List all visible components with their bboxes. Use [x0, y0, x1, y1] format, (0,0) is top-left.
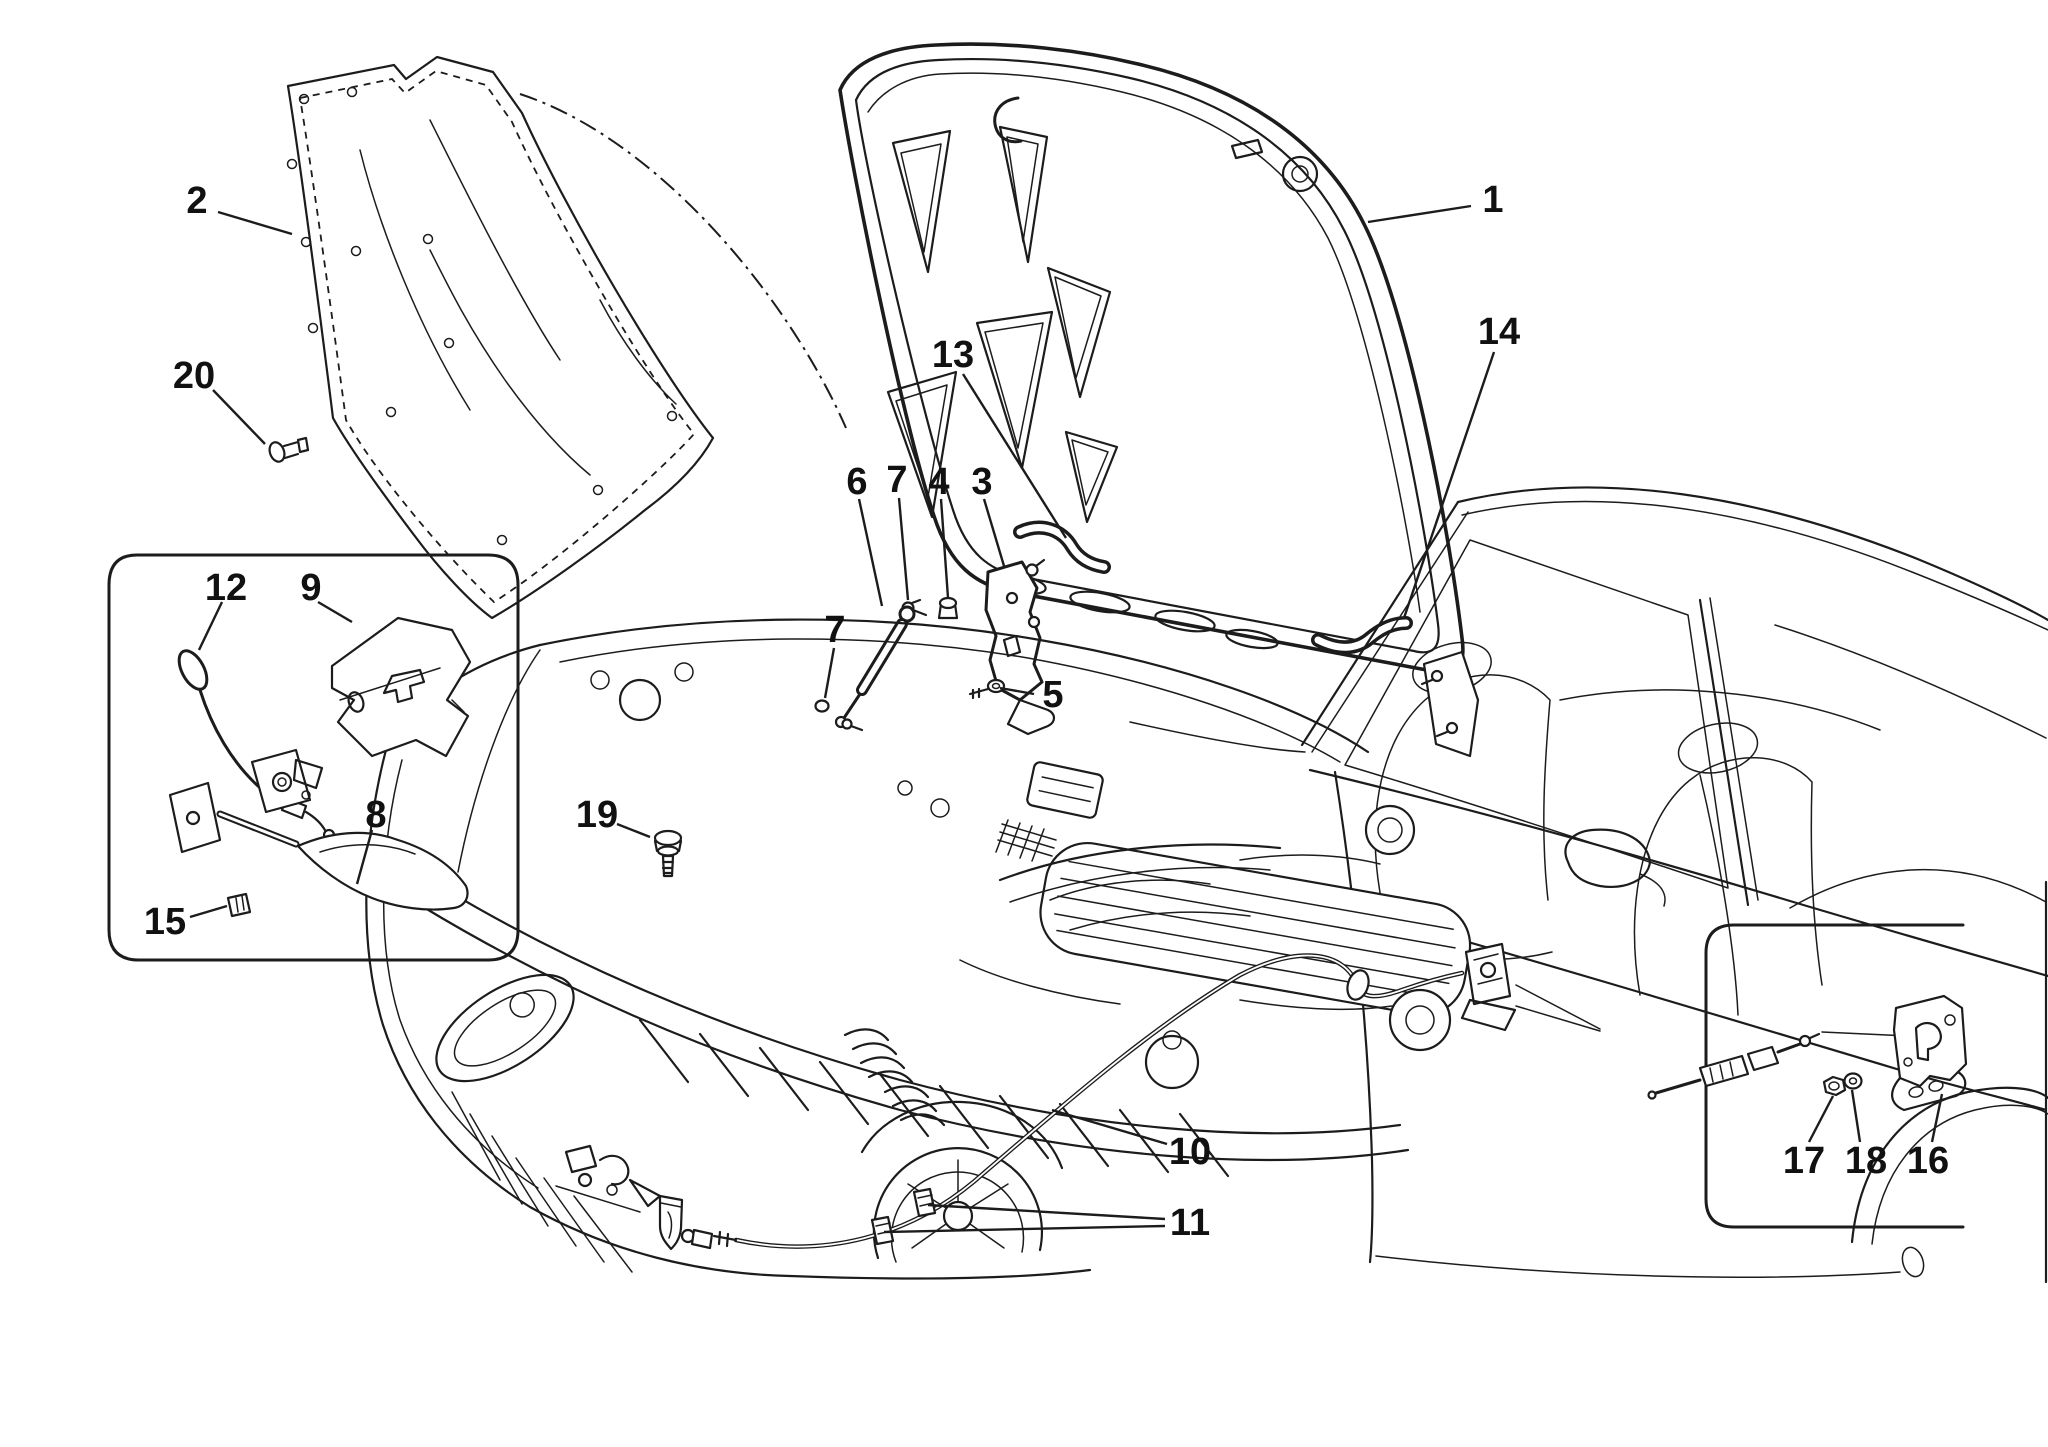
insulation-pin-fastener — [268, 436, 310, 463]
leader-line-4 — [939, 498, 950, 599]
cowl-vent-mesh — [995, 819, 1057, 862]
callout-16: 16 — [1907, 1140, 1949, 1182]
leader-line-1 — [1367, 204, 1472, 224]
cable-grommet — [1346, 969, 1370, 1001]
callout-15: 15 — [144, 901, 186, 943]
alignment-axis-line — [519, 93, 847, 429]
hood-hole-detail — [1281, 155, 1319, 193]
brake-booster — [1364, 804, 1416, 856]
hood-insulation-panel — [286, 55, 715, 620]
headlight — [435, 973, 575, 1083]
release-lever — [168, 748, 469, 911]
front-wheel — [860, 1100, 1064, 1263]
hood-rib-pockets — [886, 125, 1119, 524]
callout-9: 9 — [300, 567, 321, 609]
hood-slot-detail — [1230, 138, 1264, 160]
callout-7a: 7 — [886, 459, 907, 501]
callout-8: 8 — [365, 794, 386, 836]
grille-vents — [451, 1091, 633, 1273]
insulation-fastener-holes — [286, 86, 678, 546]
leader-line-16 — [1930, 1093, 1944, 1143]
left-inset-box — [107, 553, 520, 962]
callout-14: 14 — [1478, 311, 1520, 353]
leader-line-19 — [616, 822, 651, 839]
cable-clamp — [870, 1215, 895, 1246]
leader-line-11 — [927, 1203, 1166, 1221]
hood-lock-assembly — [555, 1144, 662, 1213]
callout-4: 4 — [928, 461, 949, 503]
hinge-bolt-upper — [1025, 563, 1039, 577]
callout-20: 20 — [173, 355, 215, 397]
leader-line-7a — [897, 497, 910, 601]
callout-2: 2 — [186, 180, 207, 222]
cable-clamp — [912, 1187, 937, 1218]
leader-line-8 — [355, 829, 374, 885]
callout-17: 17 — [1783, 1140, 1825, 1182]
leader-line-15 — [189, 904, 228, 919]
callout-10: 10 — [1169, 1131, 1211, 1173]
hinge-hardware-group — [901, 558, 1056, 736]
leader-line-20 — [212, 389, 266, 445]
lever-guard-cover — [330, 616, 472, 758]
leader-line-3 — [982, 498, 1006, 567]
leader-line-13 — [961, 373, 1068, 539]
leader-line-18 — [1850, 1089, 1862, 1143]
rubber-buffer — [653, 829, 683, 878]
strut-screw — [841, 718, 864, 732]
callout-11: 11 — [1170, 1202, 1210, 1244]
hinge-bracket — [984, 560, 1044, 702]
leader-line-17 — [1807, 1095, 1835, 1143]
strut-grommet — [814, 699, 830, 713]
hood-c-channel-detail — [993, 96, 1023, 144]
right-inset-box — [1647, 923, 1968, 1229]
body-hinge-mount — [1420, 650, 1480, 758]
callout-6: 6 — [846, 461, 867, 503]
intake-hoses — [843, 1028, 946, 1127]
callout-18: 18 — [1845, 1140, 1887, 1182]
callout-12: 12 — [205, 567, 247, 609]
side-mirror — [1564, 828, 1666, 907]
leader-line-14 — [1402, 351, 1496, 619]
leader-line-5 — [999, 686, 1035, 696]
cable-end-fitting — [680, 1228, 738, 1250]
callout-1: 1 — [1482, 179, 1503, 221]
callout-13: 13 — [932, 334, 974, 376]
leader-line-12 — [197, 601, 224, 651]
leader-line-11 — [883, 1224, 1166, 1234]
gas-strut-group — [814, 605, 916, 732]
leader-line-6 — [857, 498, 884, 607]
lever-clip — [226, 892, 252, 918]
callout-7b: 7 — [824, 609, 845, 651]
callout-5: 5 — [1042, 674, 1063, 716]
door-handle — [1901, 1246, 1925, 1278]
hinge-bolt-mid — [1027, 615, 1041, 629]
adjuster-washer — [1843, 1072, 1863, 1090]
alternator — [1388, 988, 1452, 1052]
safety-catch-on-body — [1460, 942, 1517, 1032]
leader-line-10 — [1051, 1108, 1168, 1146]
brand-badge-shield — [658, 1194, 684, 1251]
hinge-bolt-lower — [968, 678, 1006, 700]
callout-19: 19 — [576, 794, 618, 836]
radiator-slats — [638, 1018, 1230, 1178]
adjuster-nut — [1822, 1075, 1847, 1097]
callout-3: 3 — [971, 461, 992, 503]
leader-line-9 — [317, 600, 353, 624]
leader-line-7b — [823, 647, 836, 699]
hinge-nut — [937, 596, 959, 620]
safety-catch-detail — [1891, 994, 1968, 1112]
engine-assembly — [843, 761, 1472, 1127]
release-cable-group — [680, 942, 1601, 1250]
hood-hinge-arm-left — [1013, 520, 1111, 574]
leader-line-2 — [217, 210, 293, 236]
expansion-tank — [1144, 1034, 1200, 1090]
